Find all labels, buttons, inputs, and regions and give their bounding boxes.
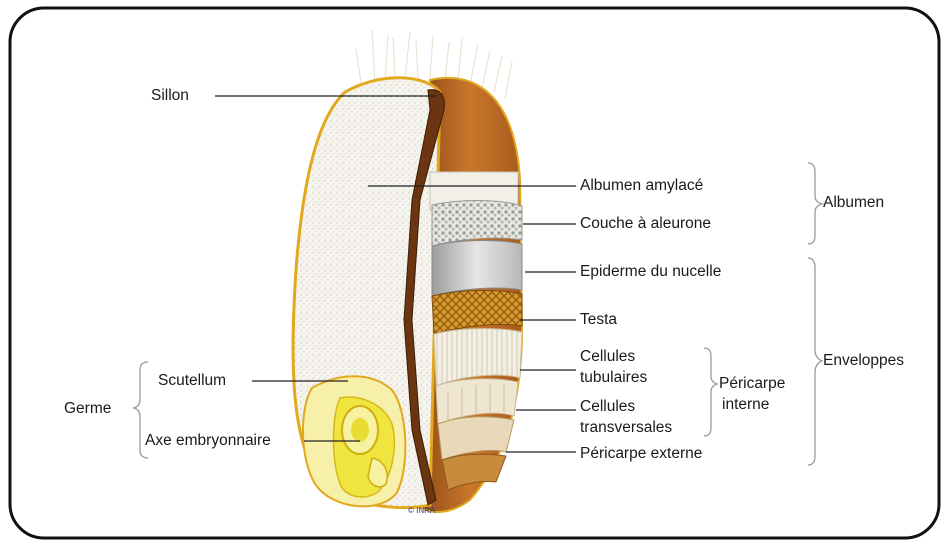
label-pericarpe-interne: Péricarpe interne — [719, 375, 785, 414]
brace-pericarpe-interne — [704, 348, 717, 436]
bran-layers — [430, 172, 522, 490]
label-sillon: Sillon — [151, 87, 189, 105]
label-cellules-tubulaires: Cellules tubulaires — [580, 348, 647, 387]
inra-credit: © INRA — [408, 506, 436, 515]
label-albumen-amylace: Albumen amylacé — [580, 177, 703, 195]
label-cellules-tubulaires-line1: Cellules — [580, 348, 647, 366]
label-cellules-transversales: Cellules transversales — [580, 398, 672, 437]
label-enveloppes: Enveloppes — [823, 352, 904, 370]
label-cellules-transversales-line1: Cellules — [580, 398, 672, 416]
brace-enveloppes — [808, 258, 822, 465]
label-couche-aleurone: Couche à aleurone — [580, 215, 711, 233]
label-cellules-transversales-line2: transversales — [580, 419, 672, 437]
label-germe: Germe — [64, 400, 111, 418]
label-testa: Testa — [580, 311, 617, 329]
brace-albumen — [808, 163, 822, 244]
label-scutellum: Scutellum — [158, 372, 226, 390]
label-albumen: Albumen — [823, 194, 884, 212]
label-cellules-tubulaires-line2: tubulaires — [580, 369, 647, 387]
label-epiderme-nucelle: Epiderme du nucelle — [580, 263, 721, 281]
label-pericarpe-interne-line1: Péricarpe — [719, 375, 785, 393]
label-pericarpe-interne-line2: interne — [719, 396, 785, 414]
label-axe-embryonnaire: Axe embryonnaire — [145, 432, 271, 450]
label-pericarpe-externe: Péricarpe externe — [580, 445, 702, 463]
